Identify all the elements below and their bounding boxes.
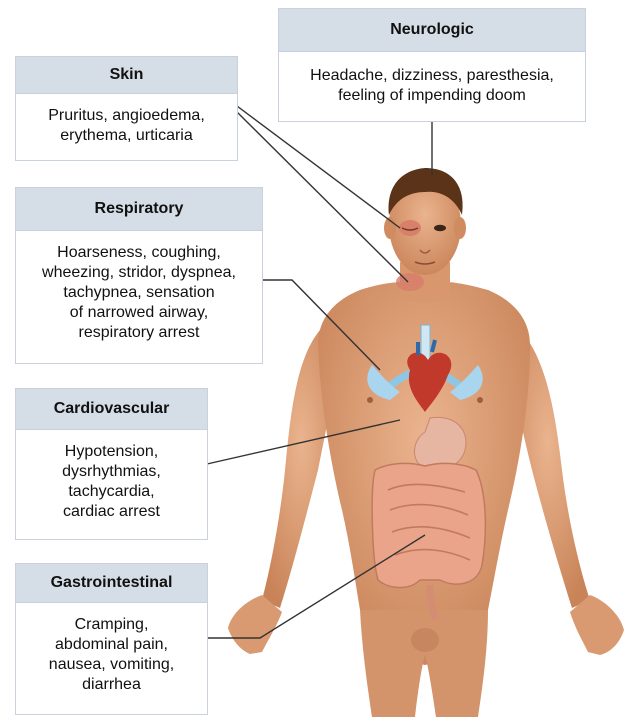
- skin-panel: Skin Pruritus, angioedema, erythema, urt…: [15, 56, 238, 161]
- skin-title: Skin: [16, 57, 237, 94]
- neurologic-panel: Neurologic Headache, dizziness, paresthe…: [278, 8, 586, 122]
- neurologic-title: Neurologic: [279, 9, 585, 52]
- cardiovascular-panel: Cardiovascular Hypotension, dysrhythmias…: [15, 388, 208, 540]
- gastrointestinal-text: Cramping, abdominal pain, nausea, vomiti…: [16, 603, 207, 695]
- genitals: [411, 628, 439, 652]
- gastrointestinal-title: Gastrointestinal: [16, 564, 207, 603]
- right-ear: [454, 217, 466, 239]
- cardiovascular-text: Hypotension, dysrhythmias, tachycardia, …: [16, 430, 207, 522]
- respiratory-panel: Respiratory Hoarseness, coughing, wheezi…: [15, 187, 263, 364]
- cardiovascular-title: Cardiovascular: [16, 389, 207, 430]
- gastrointestinal-panel: Gastrointestinal Cramping, abdominal pai…: [15, 563, 208, 715]
- neurologic-text: Headache, dizziness, paresthesia, feelin…: [279, 52, 585, 106]
- neck-rash: [396, 273, 424, 291]
- skin-text: Pruritus, angioedema, erythema, urticari…: [16, 94, 237, 146]
- respiratory-text: Hoarseness, coughing, wheezing, stridor,…: [16, 231, 262, 343]
- respiratory-title: Respiratory: [16, 188, 262, 231]
- eye: [434, 225, 446, 231]
